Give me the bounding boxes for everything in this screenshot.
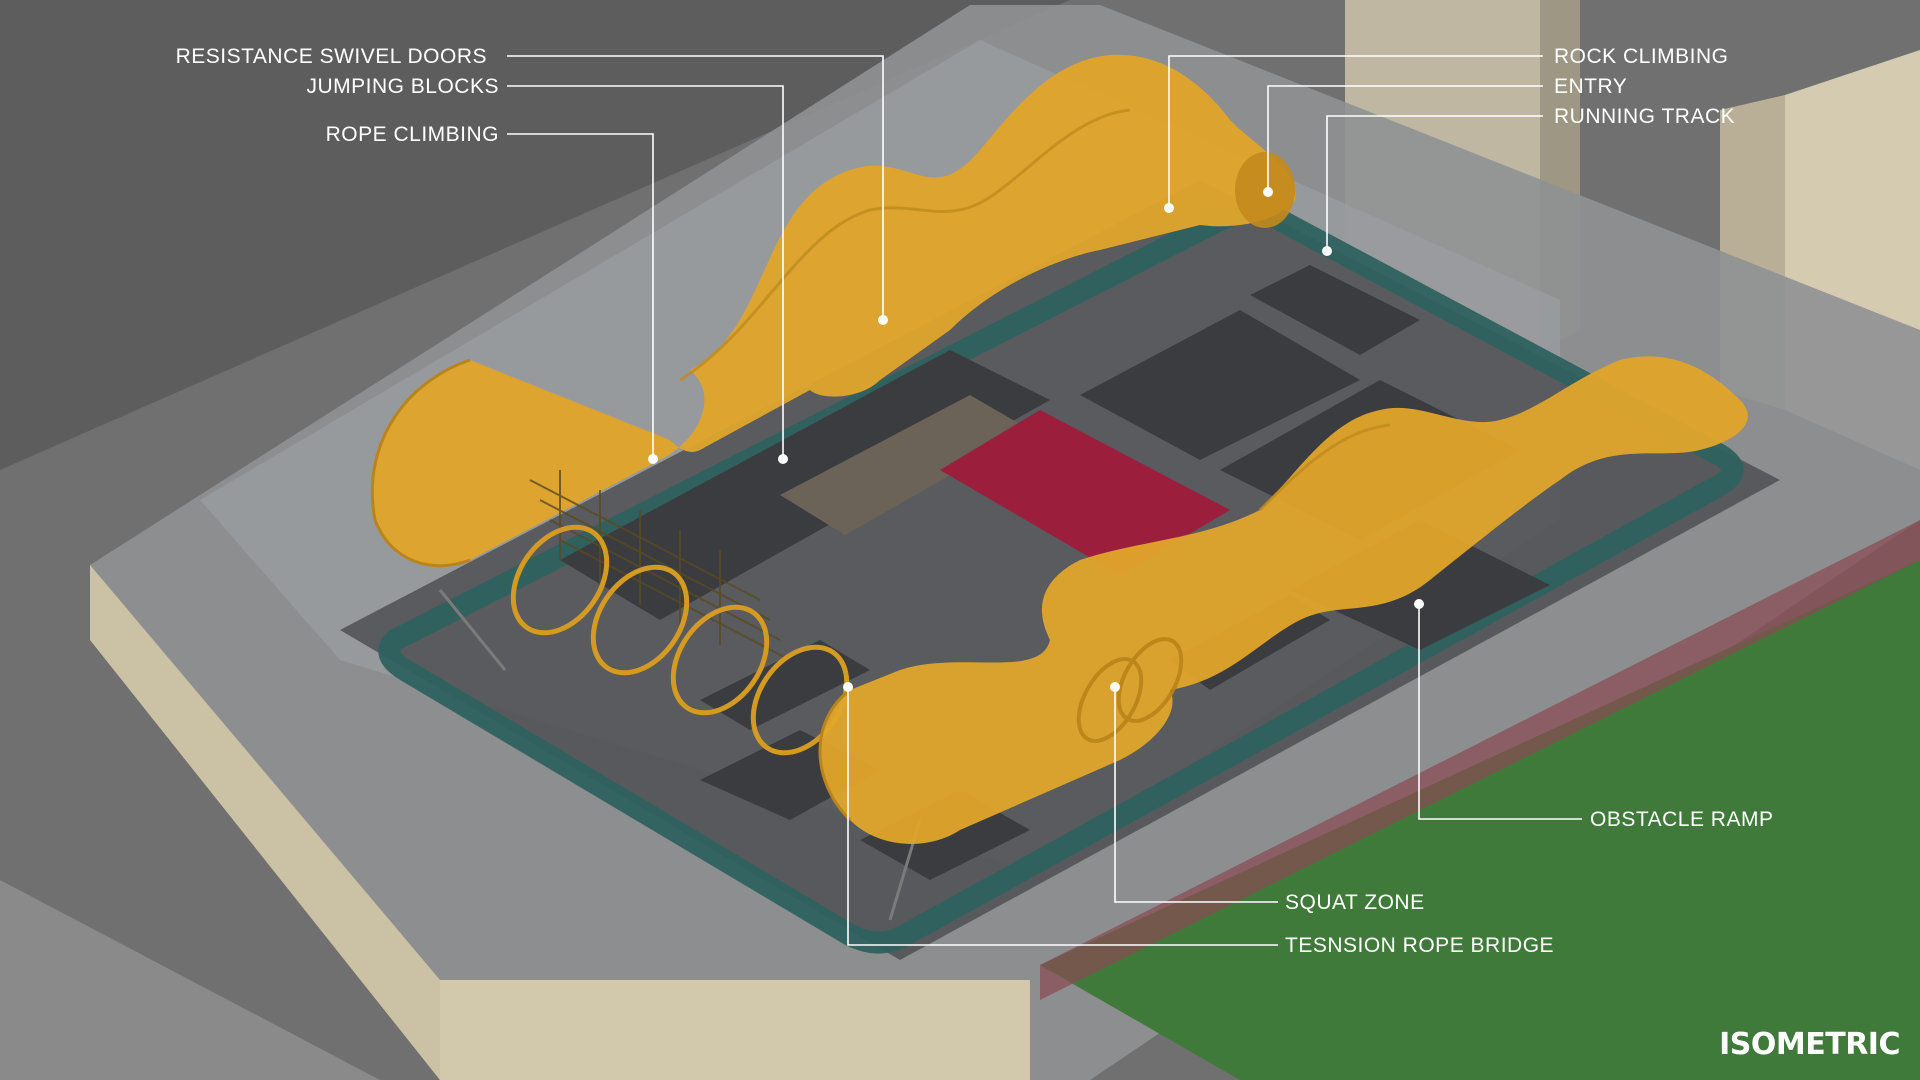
ribbon-structure-right [818,356,1748,844]
label-squat-zone: SQUAT ZONE [1285,891,1425,914]
leader-lines [507,55,1582,946]
light-ground-bottom-left [0,880,380,1080]
leader-tension-rope-bridge [847,687,1278,946]
leader-running-track [1326,115,1543,251]
label-rock-climbing: ROCK CLIMBING [1554,45,1729,68]
leader-rock-climbing [1168,55,1543,208]
leader-rope-climbing [507,133,654,459]
view-label-isometric: ISOMETRIC [1719,1027,1900,1062]
label-tension-rope-bridge: TESNSION ROPE BRIDGE [1285,934,1555,957]
green-lawn [1040,560,1920,1080]
label-jumping-blocks: JUMPING BLOCKS [306,75,499,98]
lawn-edge [1040,520,1920,1000]
leader-entry [1267,85,1543,192]
leader-obstacle-ramp [1418,604,1582,820]
leader-squat-zone [1114,687,1278,903]
label-running-track: RUNNING TRACK [1554,105,1736,128]
leader-dots [648,187,1424,692]
label-rope-climbing: ROPE CLIMBING [325,123,499,146]
label-resistance-swivel-doors: RESISTANCE SWIVEL DOORS [175,45,487,68]
leader-jumping-blocks [507,85,784,459]
label-obstacle-ramp: OBSTACLE RAMP [1590,808,1774,831]
label-entry: ENTRY [1554,75,1628,98]
leader-resistance-swivel-doors [507,55,884,320]
